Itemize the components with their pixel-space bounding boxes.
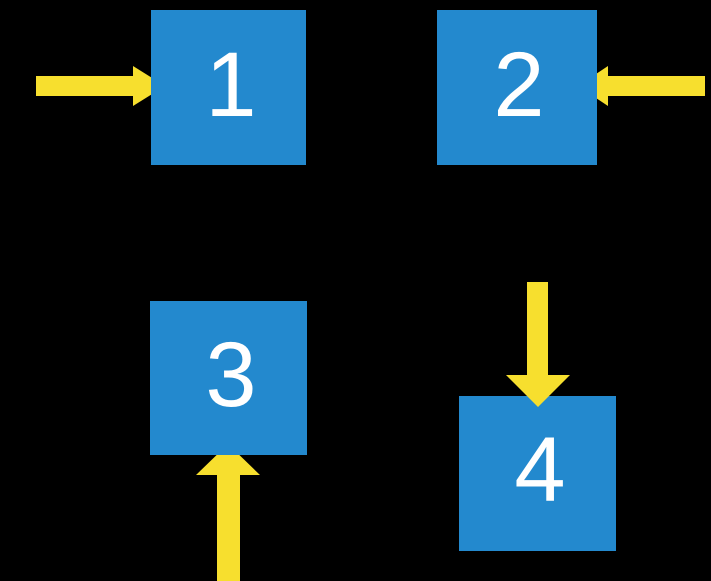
arrow-into-node-3	[196, 444, 260, 581]
label-node-3: 3	[205, 324, 256, 426]
arrow-into-node-4	[506, 282, 570, 407]
arrow-into-node-1	[36, 66, 165, 106]
box-node-2[interactable]	[437, 10, 597, 165]
label-node-4: 4	[514, 419, 565, 521]
box-node-3[interactable]	[150, 301, 307, 455]
arrow-into-node-2	[578, 66, 705, 106]
label-node-1: 1	[205, 34, 256, 136]
label-node-2: 2	[493, 34, 544, 136]
box-node-1[interactable]	[151, 10, 306, 165]
box-node-4[interactable]	[459, 396, 616, 551]
